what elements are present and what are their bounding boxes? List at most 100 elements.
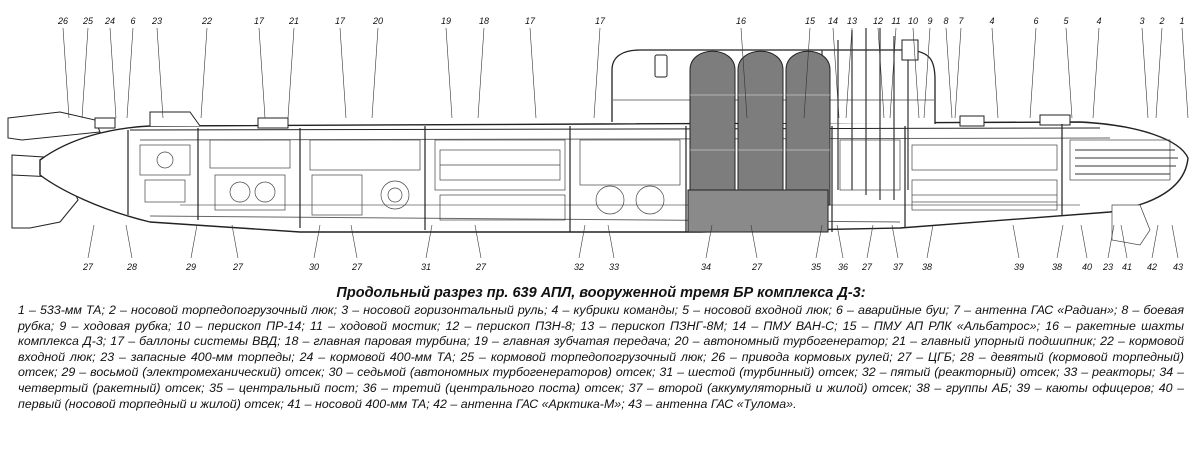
bottom-callout-label: 23 xyxy=(1102,262,1113,272)
bottom-callout-label: 40 xyxy=(1082,262,1092,272)
bottom-callout-leader-line xyxy=(350,224,358,259)
top-callout-label: 21 xyxy=(288,16,299,26)
top-callout-label: 6 xyxy=(1033,16,1038,26)
top-callout-label: 15 xyxy=(805,16,816,26)
bottom-callout-leader-line xyxy=(313,224,321,259)
top-callout-leader-line xyxy=(258,27,266,119)
top-callout-leader-line xyxy=(740,27,748,119)
top-callout-leader-line xyxy=(109,27,117,119)
bottom-callout-label: 27 xyxy=(861,262,873,272)
bottom-callout-label: 35 xyxy=(811,262,822,272)
top-callout-leader-line xyxy=(529,27,537,119)
top-callout-label: 17 xyxy=(335,16,346,26)
bottom-callout-label: 42 xyxy=(1147,262,1157,272)
bottom-callout-leader-line xyxy=(1120,224,1128,259)
top-callout-label: 7 xyxy=(958,16,964,26)
top-callout-label: 8 xyxy=(943,16,948,26)
bottom-callout-label: 30 xyxy=(309,262,319,272)
bottom-callout-label: 41 xyxy=(1122,262,1132,272)
top-callout-label: 16 xyxy=(736,16,746,26)
top-callout-leader-line xyxy=(991,27,999,119)
bottom-callout-label: 34 xyxy=(701,262,711,272)
bottom-callout-leader-line xyxy=(1012,224,1020,259)
top-callout-leader-line xyxy=(339,27,347,119)
bottom-callout-leader-line xyxy=(866,224,874,259)
top-callout-label: 22 xyxy=(201,16,212,26)
top-callout-leader-line xyxy=(156,27,164,119)
caption: Продольный разрез пр. 639 АПЛ, вооруженн… xyxy=(18,284,1184,412)
top-callout-label: 10 xyxy=(908,16,918,26)
bottom-callout-leader-line xyxy=(705,224,713,259)
bottom-callout-label: 37 xyxy=(893,262,904,272)
top-callout-label: 9 xyxy=(927,16,932,26)
top-callout-leader-line xyxy=(81,27,89,119)
top-callout-leader-line xyxy=(445,27,453,119)
top-callout-label: 19 xyxy=(441,16,451,26)
top-callout-leader-line xyxy=(1029,27,1037,119)
top-callout-leader-line xyxy=(1065,27,1073,119)
bottom-callout-label: 32 xyxy=(574,262,584,272)
bottom-callout-leader-line xyxy=(607,224,615,259)
top-callout-label: 18 xyxy=(479,16,489,26)
stern-rudder xyxy=(7,111,101,141)
bottom-callout-leader-line xyxy=(926,224,934,259)
top-callout-leader-line xyxy=(126,27,134,119)
top-callout-label: 1 xyxy=(1179,16,1184,26)
top-callout-leader-line xyxy=(593,27,601,119)
bulkheads xyxy=(127,124,1063,232)
top-callout-leader-line xyxy=(200,27,208,119)
missile-tubes xyxy=(687,50,831,233)
top-callout-label: 17 xyxy=(595,16,606,26)
top-callout-leader-line xyxy=(877,27,885,119)
bottom-callout-label: 27 xyxy=(232,262,244,272)
top-callout-leader-line xyxy=(1092,27,1100,119)
bottom-callout-label: 33 xyxy=(609,262,619,272)
bottom-callout-label: 43 xyxy=(1173,262,1183,272)
top-callout-label: 17 xyxy=(525,16,536,26)
top-callout-leader-line xyxy=(371,27,379,119)
top-callout-label: 26 xyxy=(57,16,68,26)
caption-title: Продольный разрез пр. 639 АПЛ, вооруженн… xyxy=(336,285,866,301)
bottom-callout-leader-line xyxy=(425,224,433,259)
top-callout-label: 20 xyxy=(372,16,383,26)
top-callout-leader-line xyxy=(912,27,920,119)
top-callout-leader-line xyxy=(832,27,840,119)
bottom-callout-leader-line xyxy=(1151,224,1159,259)
bottom-callout-leader-line xyxy=(578,224,586,259)
bottom-callout-leader-line xyxy=(1171,224,1179,259)
top-callout-label: 11 xyxy=(891,16,900,26)
bottom-callout-leader-line xyxy=(1107,224,1115,259)
top-callout-label: 14 xyxy=(828,16,838,26)
top-callout-label: 5 xyxy=(1063,16,1069,26)
top-callout-label: 2 xyxy=(1158,16,1164,26)
top-callout-label: 4 xyxy=(1096,16,1101,26)
top-callout-leader-line xyxy=(954,27,962,119)
top-callout-leader-line xyxy=(845,27,853,119)
top-callout-leader-line xyxy=(1141,27,1149,119)
top-callout-leader-line xyxy=(1155,27,1163,119)
top-callout-label: 17 xyxy=(254,16,265,26)
bottom-callout-label: 31 xyxy=(421,262,431,272)
top-callout-leader-line xyxy=(477,27,485,119)
bottom-callout-leader-line xyxy=(87,224,95,259)
top-callout-label: 24 xyxy=(104,16,115,26)
bottom-callout-label: 27 xyxy=(82,262,94,272)
bottom-callout-leader-line xyxy=(836,224,844,259)
bottom-callout-label: 28 xyxy=(126,262,137,272)
top-callout-label: 6 xyxy=(130,16,135,26)
top-callout-label: 3 xyxy=(1139,16,1144,26)
bottom-callout-leader-line xyxy=(1056,224,1064,259)
top-callout-label: 4 xyxy=(989,16,994,26)
bottom-callout-label: 38 xyxy=(1052,262,1062,272)
top-callout-leader-line xyxy=(287,27,295,119)
top-callout-label: 13 xyxy=(847,16,857,26)
caption-legend: 1 – 533-мм ТА; 2 – носовой торпедопогруз… xyxy=(18,303,1184,411)
bottom-callout-label: 27 xyxy=(351,262,363,272)
bottom-callout-leader-line xyxy=(750,224,758,259)
bottom-callout-leader-line xyxy=(1080,224,1088,259)
bottom-callout-label: 39 xyxy=(1014,262,1024,272)
bottom-callout-leader-line xyxy=(474,224,482,259)
bottom-callout-label: 36 xyxy=(838,262,848,272)
